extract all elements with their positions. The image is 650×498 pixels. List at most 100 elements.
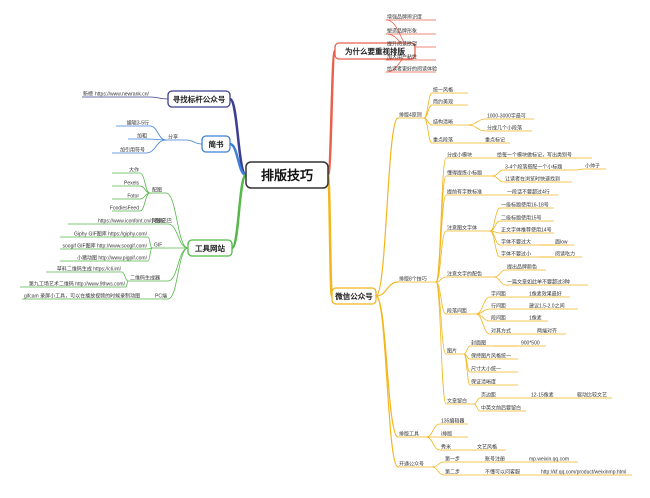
image-item: 保证清晰度 [471,379,496,386]
connector-line [435,281,447,405]
tools-item: 135编辑器 [441,418,464,425]
connector-line [375,281,399,297]
why-item: 增强品牌辨识度 [387,14,422,21]
spacing-item: 行间距 [491,303,506,310]
connector-line [463,345,471,355]
benchmark-site-name: 新榜 [83,91,93,98]
color-item: 提出品牌颜色 [507,264,537,271]
branch-why-node[interactable]: 为什么要重视排版 [334,42,416,60]
tools-item: i排版 [441,431,452,438]
connector-line [467,118,487,126]
branch-jianshu-node[interactable]: 简书 [201,135,231,153]
branch-benchmark-label: 寻找标杆公众号 [173,94,226,104]
margin-note: 驱动比较文艺 [577,392,607,399]
tools-pic-item: Fotor [127,194,139,200]
register-note: 账号注册 [485,456,505,463]
jianshu-share: 分享 [168,134,178,141]
connector-line [125,280,129,288]
connector-line [435,175,447,283]
connector-line [431,466,445,476]
center-node[interactable]: 排版技巧 [245,161,329,189]
tips-subheading-note: 给每一个模块做标记，写出类别号 [497,152,572,159]
branch-jianshu-line [228,142,248,177]
font-item: 二级标题使用15号 [501,215,542,222]
branch-wechat-node[interactable]: 微信公众号 [331,287,377,305]
tips-color: 注意文字的配色 [447,271,482,278]
connector-line [467,124,487,132]
connector-line [149,125,167,141]
numbering-note: 一段话不要超过4行 [507,189,550,196]
connector-line [165,192,189,249]
connector-line [185,139,203,145]
connector-line [375,117,399,297]
branch-wechat-line [326,173,334,298]
connector-line [423,104,433,119]
connector-line [493,269,507,278]
goodsub-item: 让读者在浏览时快速找到 [505,176,560,183]
branch-tools-node[interactable]: 工具网站 [187,239,233,257]
connector-line [463,353,471,386]
connector-line [121,271,129,282]
connector-line [425,436,441,451]
connector-line [435,276,447,283]
font-size-note: 面low [555,240,568,246]
spacing-item: 对其方式 [491,328,511,335]
jianshu-item: 加引用符号 [120,147,145,154]
branch-wechat-label: 微信公众号 [334,291,373,301]
connector-line [147,247,153,262]
whitespace-item: 中英文前后要留白 [481,405,521,412]
benchmark-site-url: https://www.newrank.cn/ [95,92,150,98]
wechat-register-label: 开通公众号 [399,461,424,468]
why-item: 给读者更好的阅读体验 [387,66,437,73]
connector-line [489,207,501,232]
image-item: 封面图 [471,340,486,347]
spacing-item: 段间距 [491,315,506,322]
tools-qr-label: 二维码生成器 [130,275,160,282]
rules4-item: 结构清晰 [433,119,453,126]
tips-whitespace: 文章留白 [447,398,467,405]
tips-spacing: 段落间距 [447,308,467,315]
tools-icon-item: https://www.iconfont.cn/ 阿里巴巴 [98,218,172,225]
spacing-item: 字间距 [491,291,506,298]
connector-line [431,461,445,468]
font-item: 字体不要过小 [501,251,531,258]
font-size-note: 阅读吃力 [555,251,575,258]
register-value: mp.weixin.qq.com [529,457,569,463]
tools-gif-item: Giphy GIF图库 https://giphy.com/ [74,231,148,238]
spacing-value: 建议1.5-2.0之间 [529,303,565,310]
wechat-rules4-label: 排版4原则 [399,112,422,119]
connector-line [491,169,505,177]
image-item: 尺寸大小统一 [471,366,501,373]
branch-why-label: 为什么要重视排版 [345,46,405,56]
connector-line [575,168,585,171]
connector-line [491,175,505,183]
connector-line [167,247,189,282]
tools-pic-item: Pexels [124,181,140,187]
why-item: 加大用户粘性 [387,54,417,61]
connector-line [423,117,433,144]
spacing-value: 1像素 [529,315,542,322]
cover-size: 900*500 [521,341,540,347]
spacing-value: 两端对齐 [537,328,557,335]
rules4-item: 统一风格 [433,87,453,94]
connector-line [435,157,447,283]
image-item: 保持图片风格统一 [471,353,511,360]
branch-why-line [326,49,337,177]
spacing-value: 1像素效果最好 [529,291,562,298]
tools-pc-label: PC端 [155,293,167,300]
register-value: http://kf.qq.com/product/weixinmp.html [541,470,626,476]
tips-numbering: 提前有字数标准 [447,189,482,196]
tools-icon-label: 小图标 [150,218,165,225]
tools-pic-label: 配图 [152,188,162,194]
center-label: 排版技巧 [261,168,313,183]
structure-item: 1000-3000字最可 [487,113,526,120]
register-step: 第一步 [445,456,460,463]
rules4-item: 重点段落 [433,137,453,144]
connector-line [493,276,507,286]
goodsub-item: 3-4个段落搭配一个小标题 [505,164,562,171]
branch-benchmark-node[interactable]: 寻找标杆公众号 [167,90,231,108]
tools-pic-item: 大作 [129,167,139,174]
tools-gif-label: GIF [154,243,162,249]
connector-line [145,139,167,154]
connector-line [425,423,441,438]
